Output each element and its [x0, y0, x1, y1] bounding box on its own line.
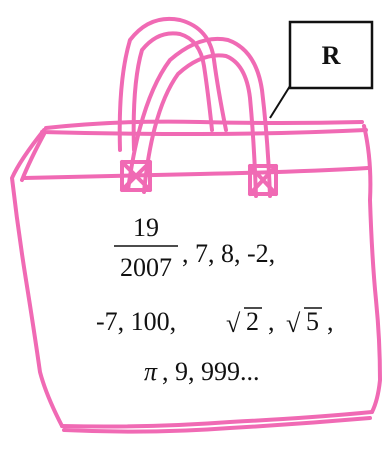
- bag-handles: [117, 17, 278, 198]
- bag-body: [10, 119, 382, 434]
- number-set: 19 2007 , 7, 8, -2, -7, 100, √ 2 , √ 5 ,…: [96, 213, 334, 386]
- sqrt-radicand-1: 2: [246, 307, 259, 336]
- sqrt-symbol-2: √: [286, 309, 301, 338]
- fraction-denominator: 2007: [120, 253, 172, 282]
- label-tag: R: [269, 20, 374, 119]
- pi-symbol: π: [144, 357, 158, 386]
- comma-1: ,: [268, 307, 275, 336]
- sqrt-radicand-2: 5: [306, 307, 319, 336]
- fraction-numerator: 19: [133, 213, 159, 242]
- label-pointer: [269, 85, 291, 119]
- line-2-text: -7, 100,: [96, 307, 176, 336]
- comma-2: ,: [327, 307, 334, 336]
- line-3-rest: , 9, 999...: [162, 357, 260, 386]
- sqrt-symbol-1: √: [226, 309, 241, 338]
- line-1-rest: , 7, 8, -2,: [182, 239, 275, 268]
- label-box: [288, 20, 374, 90]
- label-text: R: [322, 41, 341, 70]
